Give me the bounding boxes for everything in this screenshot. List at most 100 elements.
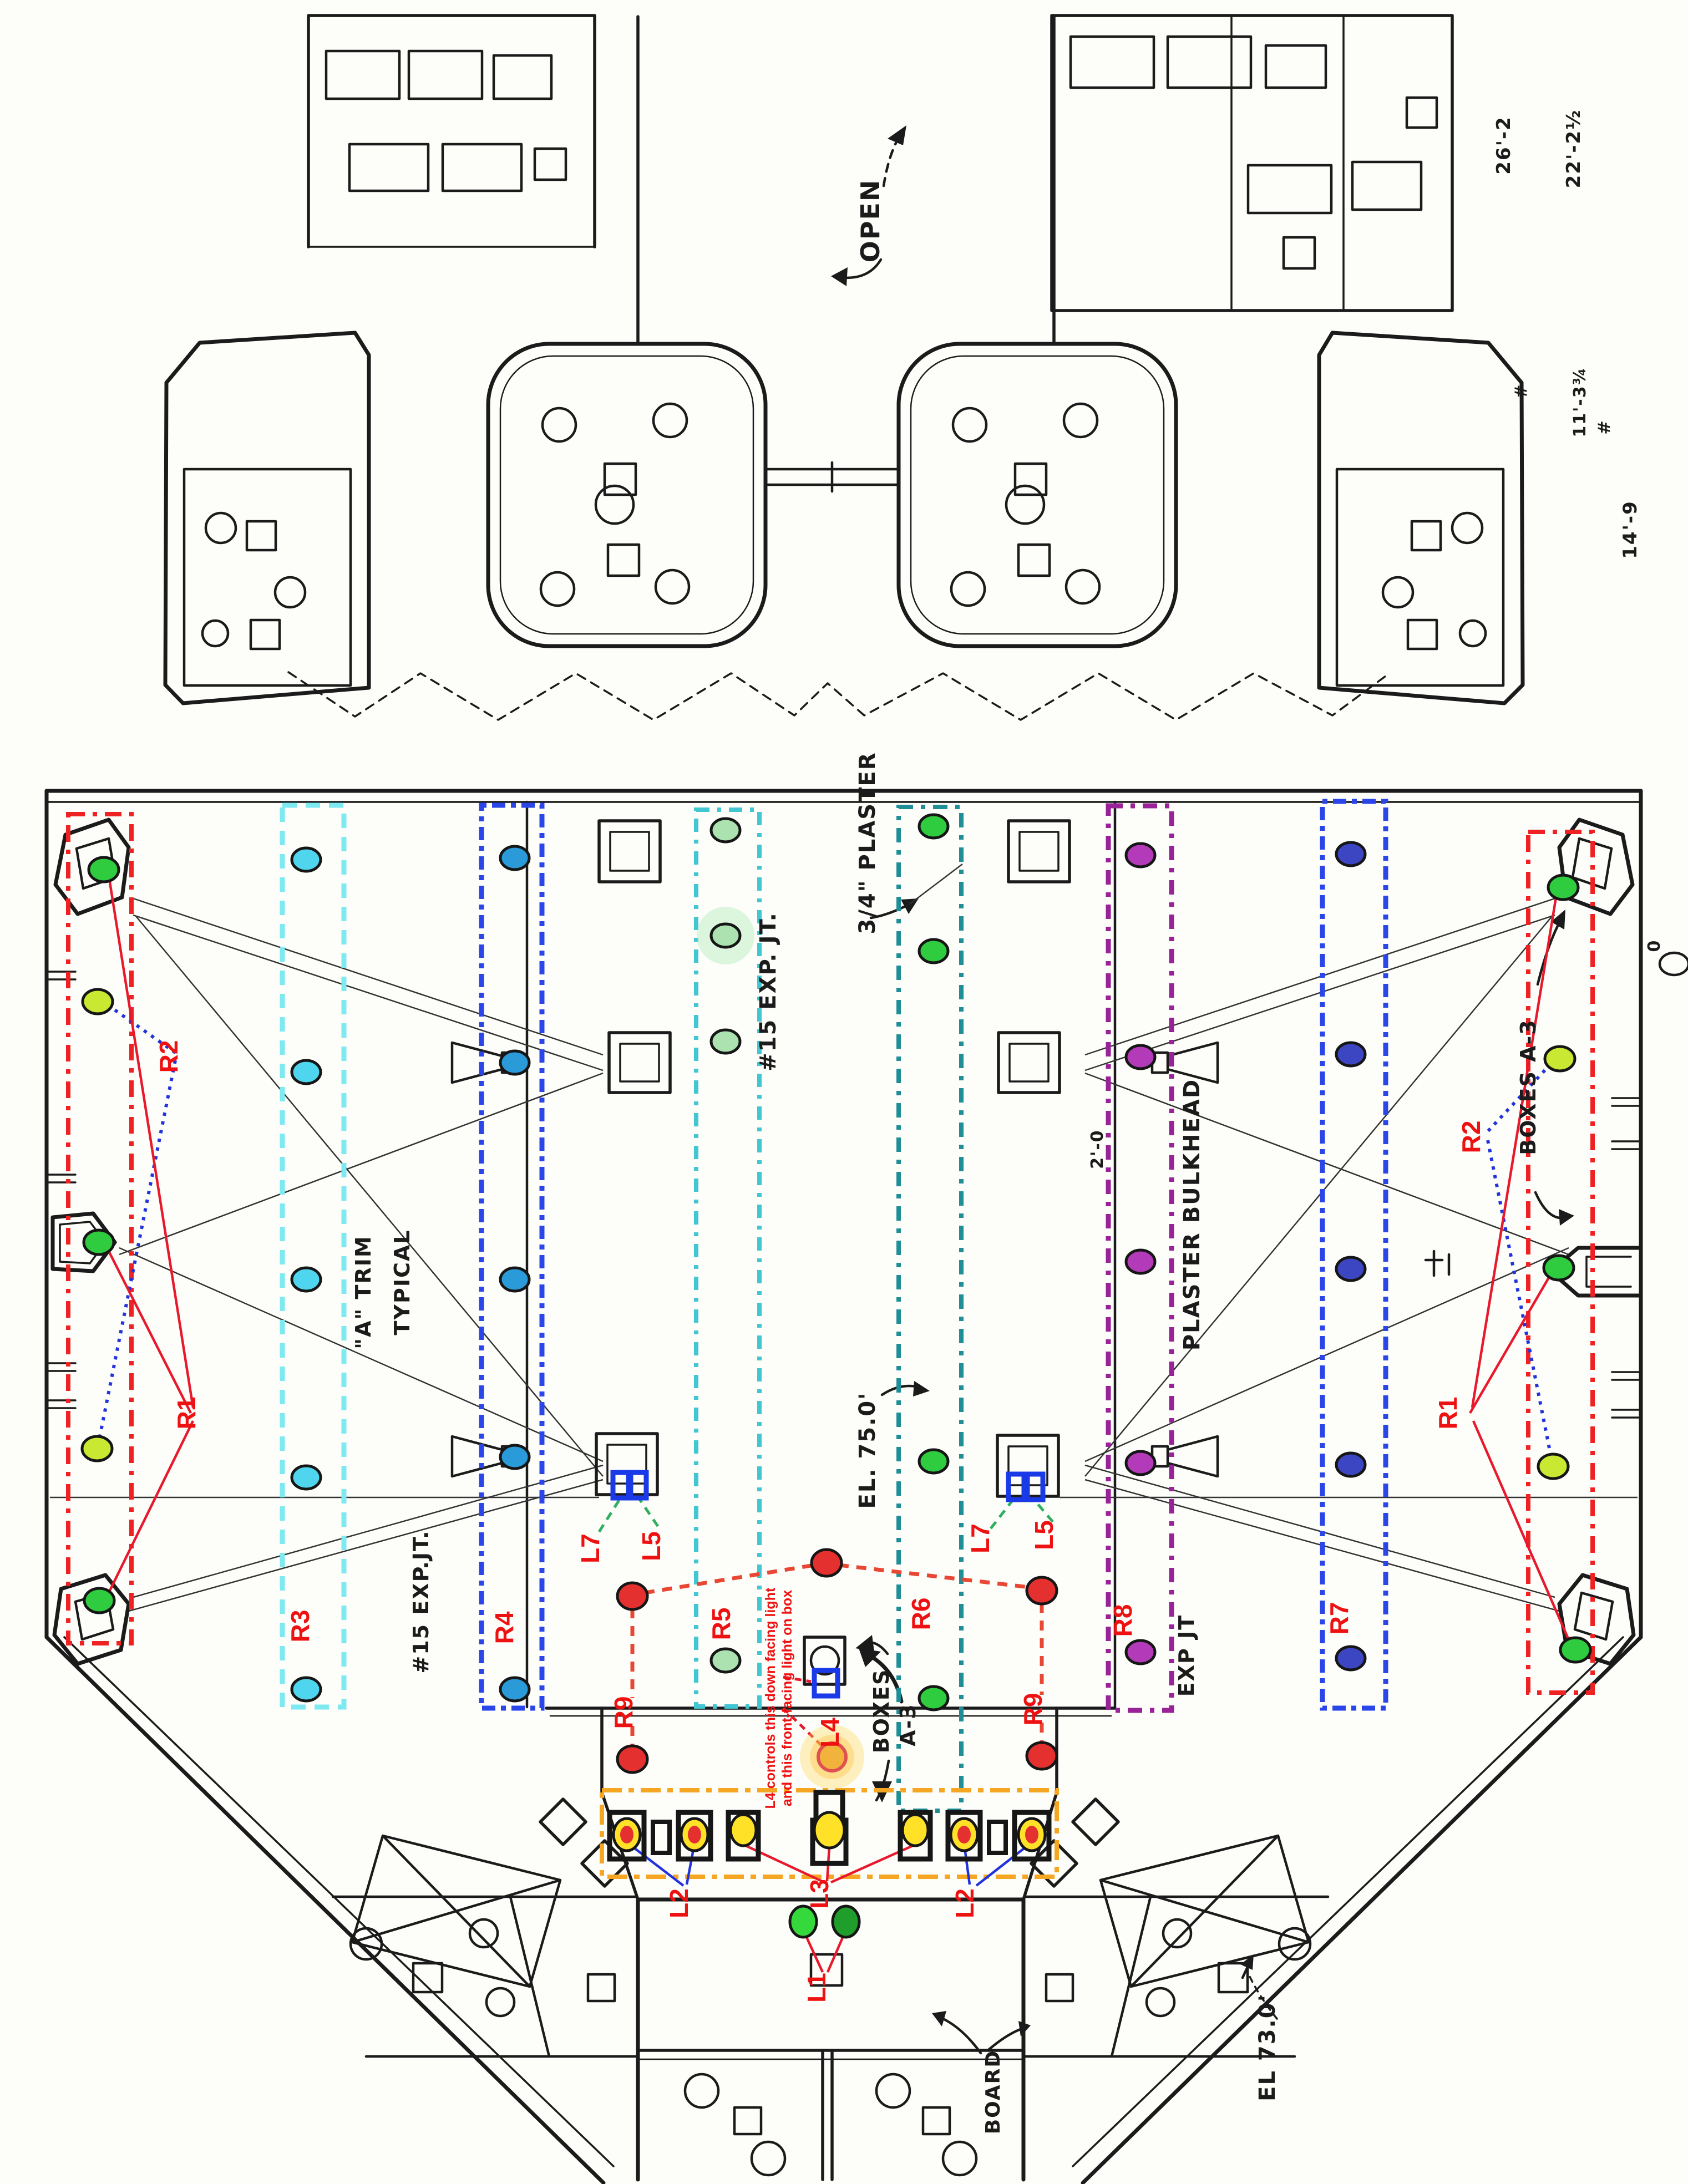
- zone-right-red-dot: [1543, 1045, 1577, 1073]
- zone-R5-dot: [709, 1028, 742, 1055]
- zone-R6-dot: [917, 938, 950, 964]
- zone-R6-label: R6: [906, 1598, 935, 1631]
- zone-R7-label: R7: [1325, 1602, 1354, 1635]
- zone-R6-dot: [917, 1448, 950, 1475]
- zone-R5-label: R5: [707, 1608, 736, 1640]
- zone-R8-label: R8: [1108, 1604, 1137, 1637]
- wall-circle-mark: [1658, 951, 1688, 977]
- leader-lines: [97, 875, 1573, 1973]
- note-a-trim-2: TYPICAL: [390, 1230, 414, 1335]
- zone-R3-dot: [290, 1464, 322, 1491]
- zone-left-red-dot: [83, 1587, 116, 1614]
- leader-red_solid: [1469, 1269, 1554, 1414]
- zone-R3-label: R3: [286, 1610, 315, 1643]
- blue-control-square: [1025, 1471, 1046, 1502]
- stage-dot-L3: [813, 1811, 846, 1850]
- stage-row-fixture: [676, 1810, 713, 1862]
- note-boxes-a3-right: BOXES A-3: [1516, 1019, 1540, 1155]
- stage-row-fixture: [726, 1810, 761, 1862]
- label-R9-left: R9: [609, 1697, 638, 1729]
- zone-left-red-dot: [81, 988, 114, 1015]
- open-gap-walls: [636, 15, 1056, 344]
- zone-R4: [479, 803, 545, 1711]
- stage-row-connector: [987, 1820, 1008, 1855]
- sightlines: [119, 897, 1569, 1613]
- stage-dot-L3: [729, 1813, 758, 1847]
- hall-walls: [44, 789, 1643, 2184]
- hand-arrows: [831, 125, 1574, 2055]
- stage-row-connector: [651, 1820, 672, 1855]
- stage-dot-L3: [901, 1813, 930, 1847]
- balcony-zigzag: [287, 671, 1389, 721]
- l4-orange-dot: [817, 1741, 848, 1772]
- note-exp-jt-center: #15 EXP. JT.: [756, 912, 781, 1071]
- leader-green_dashed: [637, 1497, 660, 1527]
- r9-red-dot: [810, 1548, 843, 1578]
- zone-R7: [1320, 799, 1388, 1711]
- stage-row-fixture: [945, 1810, 983, 1862]
- left-bottom-hexagon-fixture: [52, 1573, 131, 1666]
- blueprint-linework: [44, 14, 1688, 2184]
- note-exp-jt-left: #15 EXP.JT.: [409, 1530, 433, 1673]
- zone-R5: [694, 807, 762, 1709]
- leader-red_solid: [1472, 1420, 1573, 1645]
- fixture-dots: [80, 813, 1592, 1939]
- note-hash-1: #: [1512, 383, 1531, 398]
- left-wing-rooms: [331, 1834, 638, 2058]
- zone-left-red-dot: [80, 1435, 114, 1462]
- note-dim-11-3: 11'-3¾: [1570, 367, 1590, 437]
- note-dim-26-2: 26'-2: [1493, 116, 1515, 175]
- zone-R7-dot: [1335, 1256, 1367, 1282]
- label-L4: L4: [815, 1718, 844, 1748]
- leader-blue_solid: [975, 1841, 1033, 1887]
- zone-R8-dot: [1124, 842, 1157, 868]
- l4-leader: [783, 1675, 812, 1683]
- l4-note-line: and this front-facing light on box: [779, 1590, 795, 1806]
- leader-green_dashed: [1033, 1499, 1054, 1523]
- note-el-75: EL. 75.0': [855, 1392, 880, 1509]
- l4-note-line: L4 controls this down facing light: [763, 1587, 778, 1809]
- left-tower: [163, 331, 371, 705]
- r9-red-dot: [616, 1581, 649, 1611]
- note-a-trim: "A" TRIM: [351, 1235, 376, 1349]
- zone-R5-dot: [709, 922, 742, 949]
- label-L1: L1: [802, 1973, 831, 2003]
- label-L5-left: L5: [637, 1531, 666, 1561]
- leader-blue_dotted: [97, 1060, 177, 1443]
- label-R9-right: R9: [1018, 1693, 1047, 1726]
- zone-R4-dot: [499, 1444, 531, 1470]
- r9-red-dot: [1025, 1741, 1058, 1771]
- ceiling-box-fixtures: [595, 819, 1071, 1498]
- l1-green-dot: [831, 1904, 861, 1939]
- label-L7-right: L7: [966, 1523, 995, 1553]
- note-boxes-a3-center-2: A-3: [896, 1703, 920, 1746]
- label-L2-right: L2: [950, 1888, 979, 1918]
- leader-red_solid: [105, 1246, 192, 1414]
- note-plaster-34: 3/4" PLASTER: [855, 751, 880, 934]
- zone-R8: [1106, 803, 1174, 1713]
- note-hash-2: #: [1595, 419, 1614, 434]
- label-R2-right: R2: [1457, 1121, 1486, 1154]
- stage-row-fixture: [1012, 1810, 1052, 1862]
- zone-R3-dot: [290, 1266, 322, 1293]
- right-chamber: [896, 342, 1178, 648]
- note-board: BOARD: [982, 2050, 1005, 2135]
- stage-dot-L2-core: [957, 1826, 971, 1843]
- zone-right-red-dot: [1542, 1254, 1575, 1282]
- note-boxes-a3-center: BOXES: [869, 1669, 894, 1754]
- l4-leader: [782, 1707, 829, 1753]
- note-dim-0: 0: [1645, 939, 1664, 952]
- blue-control-square: [1006, 1471, 1027, 1502]
- zone-R6: [896, 805, 964, 1813]
- right-tower: [1317, 331, 1525, 705]
- leader-blue_dotted: [1486, 1140, 1554, 1462]
- r9-red-dot: [616, 1744, 649, 1774]
- zone-R8-dot: [1124, 1450, 1157, 1476]
- leader-blue_solid: [626, 1841, 685, 1887]
- dim-ticks: [1424, 1250, 1451, 1277]
- zone-R8-dot: [1124, 1639, 1157, 1665]
- zone-R4-dot: [499, 1049, 531, 1076]
- r9-red-dot: [1025, 1576, 1058, 1606]
